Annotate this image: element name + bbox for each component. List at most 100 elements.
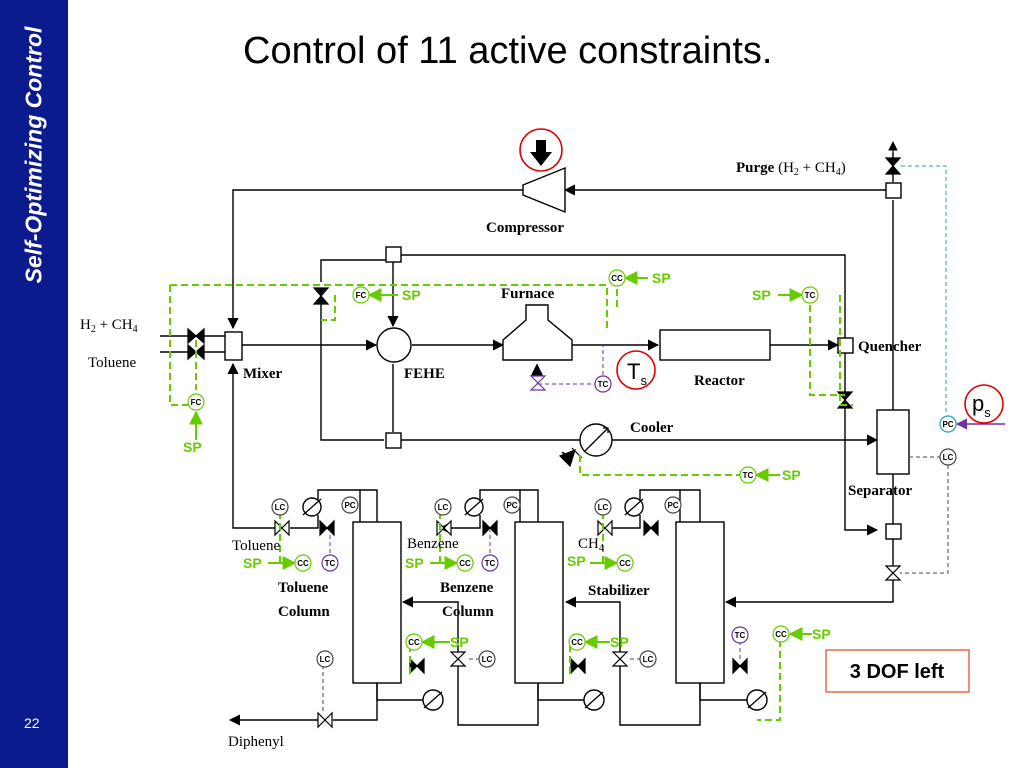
stabilizer-distillate xyxy=(600,515,641,529)
setpoint-labels: SP SP SP SP SP SP SP SP SP SP SP xyxy=(183,270,831,650)
diphenyl-label: Diphenyl xyxy=(228,734,284,750)
sp-label: SP xyxy=(652,270,671,286)
stabilizer-reboiler xyxy=(699,683,757,701)
toluene-column xyxy=(352,521,402,684)
purge-label: Purge (H2 + CH4) xyxy=(736,160,846,178)
separator-label: Separator xyxy=(848,483,912,499)
mixer-label: Mixer xyxy=(243,366,282,382)
stabilizer-reboiler-valve xyxy=(732,657,748,675)
svg-text:SP: SP xyxy=(183,439,202,455)
benzene-bottom-valve xyxy=(449,651,467,667)
fehe-bypass-bottom xyxy=(320,300,384,441)
benzene-col-overhead xyxy=(519,489,539,522)
svg-text:PC: PC xyxy=(506,501,517,510)
toluene-col-overhead xyxy=(359,489,378,522)
quencher-label: Quencher xyxy=(858,339,922,355)
teal-purge-lines xyxy=(901,165,947,415)
furnace-label: Furnace xyxy=(501,286,555,302)
stabilizer-bottom-valve xyxy=(611,651,629,667)
ts-label: T xyxy=(627,359,640,384)
ps-label: p xyxy=(972,391,984,416)
compressor xyxy=(522,166,566,214)
reactor-label: Reactor xyxy=(694,373,745,389)
svg-text:SP: SP xyxy=(610,634,629,650)
separator-bottom-box xyxy=(885,523,902,540)
benzene-product-label: Benzene xyxy=(407,536,459,552)
fehe-hot-in xyxy=(401,254,846,338)
quencher xyxy=(837,337,854,354)
toluene-column-label-2: Column xyxy=(278,604,330,620)
svg-text:TC: TC xyxy=(598,380,609,389)
svg-text:PC: PC xyxy=(344,501,355,510)
ts-highlight: Ts xyxy=(616,350,656,390)
compressor-label: Compressor xyxy=(486,220,564,236)
benzene-column xyxy=(514,521,564,684)
ch4-product-label: CH4 xyxy=(578,536,604,554)
benzene-reflux-valve xyxy=(482,519,498,537)
fehe-bottom-box xyxy=(385,432,402,449)
svg-text:LC: LC xyxy=(643,655,654,664)
pc-separator xyxy=(939,415,957,433)
h2-feed-valve xyxy=(187,327,205,345)
tc-cooler xyxy=(739,466,757,484)
svg-text:TC: TC xyxy=(735,631,746,640)
compressor-highlight xyxy=(519,128,563,172)
benzene-reboiler-valve xyxy=(570,657,586,675)
fc-bypass xyxy=(352,286,370,304)
svg-text:TC: TC xyxy=(485,559,496,568)
svg-text:ps: ps xyxy=(972,391,991,420)
process-lines xyxy=(160,152,894,726)
fehe-bypass-top xyxy=(320,259,394,282)
fc-tag: FC xyxy=(191,398,202,407)
svg-text:CC: CC xyxy=(611,274,623,283)
benzene-column-label-2: Column xyxy=(442,604,494,620)
fehe-label: FEHE xyxy=(404,366,445,382)
benzene-bottom xyxy=(457,665,539,726)
toluene-reboiler xyxy=(376,683,433,701)
svg-text:SP: SP xyxy=(402,287,421,303)
stabilizer-column xyxy=(675,521,725,684)
svg-text:LC: LC xyxy=(598,503,609,512)
lc-separator xyxy=(939,448,957,466)
controllers xyxy=(187,269,957,668)
benzene-distillate xyxy=(438,515,481,534)
unit-labels: Compressor Furnace Purge (H2 + CH4) H2 +… xyxy=(80,160,922,750)
page-number: 22 xyxy=(24,715,40,731)
furnace xyxy=(502,304,573,361)
dof-box: 3 DOF left xyxy=(825,649,970,693)
tc-quench xyxy=(801,286,819,304)
furnace-fuel-valve xyxy=(529,375,547,391)
controller-tags: FC FC CC TC TC TC PC LC LC PC LC PC LC P… xyxy=(191,274,954,664)
benzene-to-toluene xyxy=(401,596,459,652)
svg-text:SP: SP xyxy=(243,555,262,571)
toluene-bottom xyxy=(333,683,378,721)
separator-bottom-valve xyxy=(884,565,902,581)
purge-box xyxy=(885,182,902,199)
toluene-distillate xyxy=(290,515,319,529)
sidebar-title: Self-Optimizing Control xyxy=(20,26,47,284)
stabilizer-overhead xyxy=(679,489,701,522)
reactor xyxy=(659,329,771,361)
svg-text:CC: CC xyxy=(297,559,309,568)
tc-furnace xyxy=(594,375,612,393)
fehe-exchanger xyxy=(376,327,412,363)
svg-text:CC: CC xyxy=(619,559,631,568)
sp-arrows xyxy=(189,271,812,649)
recycle-gas-line xyxy=(227,189,523,330)
cooler-valve-body xyxy=(558,448,576,468)
benzene-column-label-1: Benzene xyxy=(440,580,494,596)
benzene-reboiler xyxy=(537,683,594,701)
svg-text:SP: SP xyxy=(405,555,424,571)
svg-text:CC: CC xyxy=(571,638,583,647)
stabilizer-to-benzene xyxy=(564,596,621,652)
quencher-down xyxy=(844,352,879,536)
separator-to-stabilizer xyxy=(724,580,894,608)
svg-text:TC: TC xyxy=(325,559,336,568)
svg-text:TC: TC xyxy=(743,471,754,480)
svg-text:SP: SP xyxy=(752,287,771,303)
dof-note: 3 DOF left xyxy=(850,661,945,683)
stabilizer-bottom xyxy=(619,665,701,726)
svg-text:SP: SP xyxy=(450,634,469,650)
svg-text:FC: FC xyxy=(356,291,367,300)
mixer xyxy=(224,331,243,361)
